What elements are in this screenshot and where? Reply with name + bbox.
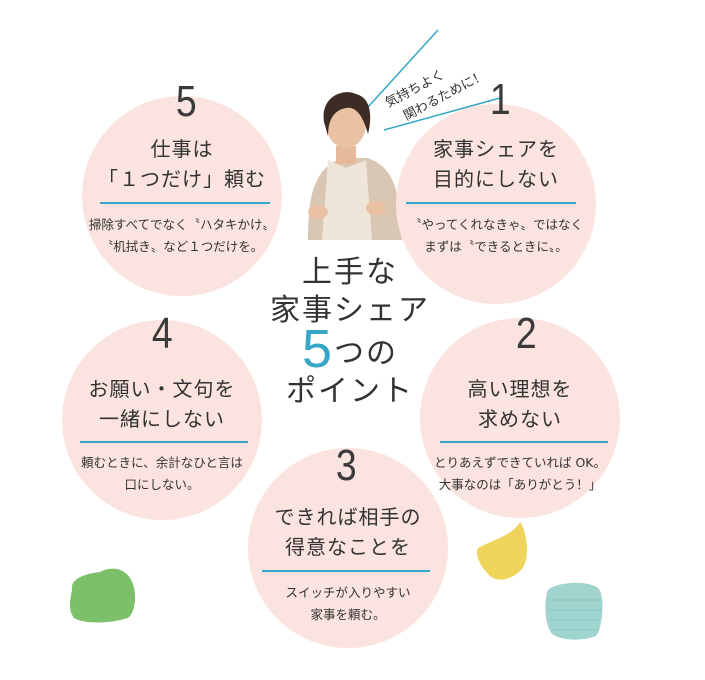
point-3-circle: [248, 448, 448, 648]
center-line-4: ポイント: [286, 374, 414, 409]
point-5-desc-2: 〝机拭き〟など１つだけを。: [100, 239, 264, 254]
point-1-title-1: 家事シェアを: [433, 137, 559, 161]
point-2-circle: [420, 318, 620, 518]
point-3-desc-1: スイッチが入りやすい: [285, 585, 411, 600]
green-blob: [70, 568, 136, 623]
point-4-title-2: 一緒にしない: [99, 407, 225, 431]
center-line-1: 上手な: [302, 255, 398, 290]
point-1-desc-2: まずは〝できるときに〟。: [424, 239, 568, 254]
point-3-rule: [262, 570, 430, 572]
teal-blob: [545, 582, 603, 640]
point-4-circle: [62, 320, 262, 520]
point-2-title-2: 求めない: [478, 407, 562, 431]
center-five: 5: [301, 319, 335, 379]
point-4-number: 4: [151, 309, 173, 358]
point-5-title-1: 仕事は: [150, 137, 214, 161]
point-3-title-1: できれば相手の: [274, 505, 422, 529]
point-5-circle: [82, 96, 282, 296]
point-2-title-1: 高い理想を: [467, 377, 573, 401]
point-3-number: 3: [335, 441, 357, 490]
point-3-title-2: 得意なことを: [285, 535, 411, 559]
point-5-rule: [100, 202, 270, 204]
point-4-rule: [80, 441, 248, 443]
point-5-number: 5: [175, 77, 197, 126]
speech-line-top: [357, 29, 439, 119]
point-1-desc-1: 〝やってくれなきゃ〟ではなく: [408, 217, 583, 232]
point-2-number: 2: [515, 309, 537, 358]
point-5-desc-1: 掃除すべてでなく〝ハタキかけ〟: [88, 217, 276, 232]
center-heading: 上手な 家事シェア 5つの ポイント: [250, 254, 450, 411]
point-2-rule: [440, 441, 608, 443]
point-1-rule: [406, 202, 576, 204]
teal-blob-stripes: [549, 599, 601, 631]
point-2-desc-1: とりあえずできていれば OK。: [433, 455, 606, 470]
center-line-2: 家事シェア: [270, 293, 430, 328]
point-5-title-2: 「１つだけ」頼む: [98, 167, 266, 191]
center-line-3: 5つの: [250, 322, 450, 376]
point-2-desc-2: 大事なのは「ありがとう！」: [438, 477, 602, 492]
point-4-title-1: お願い・文句を: [88, 377, 236, 401]
speech-line-bottom: [383, 97, 501, 131]
point-1-title-2: 目的にしない: [433, 167, 559, 191]
point-3-desc-2: 家事を頼む。: [310, 607, 386, 622]
point-1-number: 1: [489, 75, 511, 124]
center-line-3-suffix: つの: [334, 336, 399, 371]
point-4-desc-1: 頼むときに、余計なひと言は: [81, 455, 243, 470]
point-4-desc-2: 口にしない。: [124, 477, 200, 492]
yellow-blob: [476, 522, 527, 580]
point-1-circle: [396, 104, 596, 304]
